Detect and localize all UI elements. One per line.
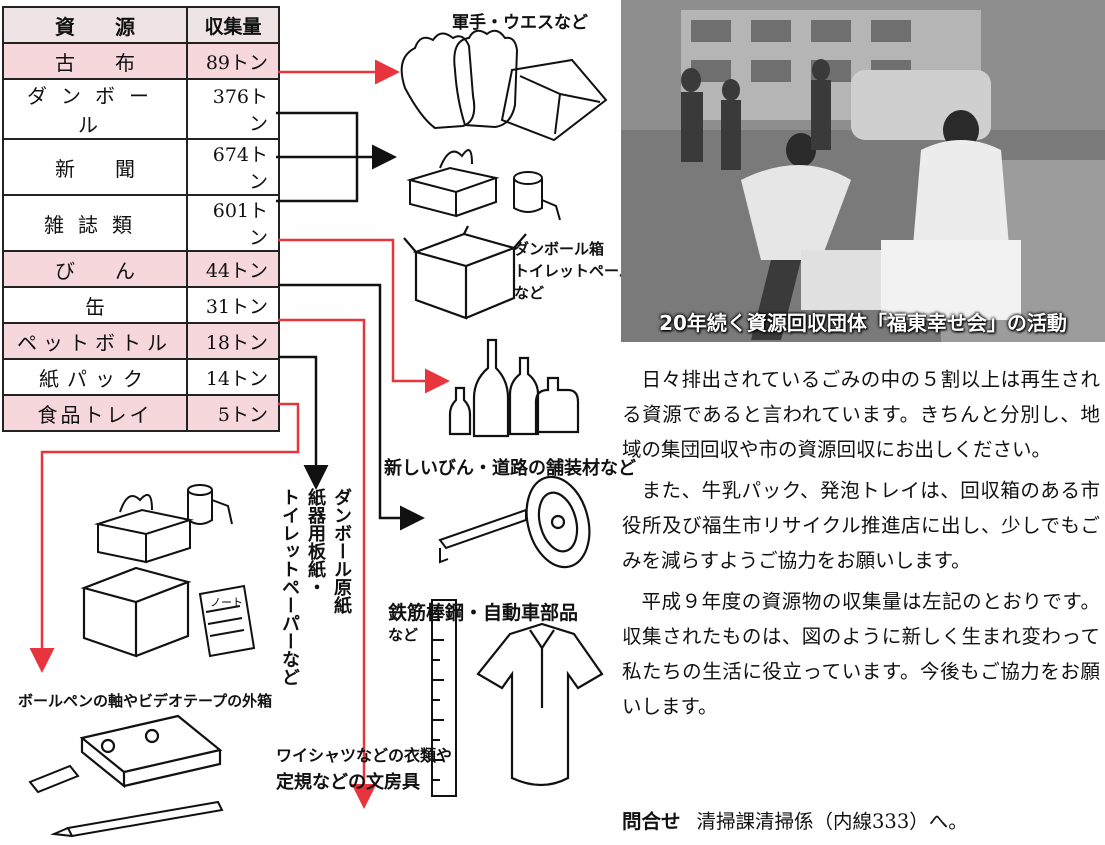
resource-amount: 89トン [186,42,280,80]
tissue-box-icon [94,493,194,564]
gloves-icon [400,29,608,142]
videotape-icon [79,714,223,789]
gloves-label: 軍手・ウエスなど [452,13,588,33]
cardboard-label: ダンボール箱 [514,240,605,258]
shirt-icon [476,622,604,787]
clothes-label: ワイシャツなどの衣類や [276,746,453,765]
table-row: 雑誌類 601トン [2,194,280,252]
resource-amount: 31トン [186,286,280,324]
bottles-label: 新しいびん・道路の舗装材など [384,458,636,479]
paragraph: 平成９年度の資源物の収集量は左記のとおりです。収集されたものは、図のように新しく… [622,590,1100,718]
ruler-icon [431,599,457,797]
notebook-label: ノート [210,596,243,609]
resource-name: ダンボール [2,78,188,140]
resource-name: 紙パック [2,358,188,396]
photo-image [621,0,1105,342]
article-body: 日々排出されているごみの中の５割以上は再生される資源であると言われています。きち… [622,362,1100,724]
photo-caption: 20年続く資源回収団体「福東幸せ会」の活動 [659,311,1067,335]
steel-label: 鉄筋棒鋼・自動車部品 [388,602,579,624]
paragraph: 日々排出されているごみの中の５割以上は再生される資源であると言われています。きち… [622,368,1100,461]
resource-name: 雑誌類 [2,194,188,252]
etc-label: など [514,284,545,302]
steel-etc-label: など [388,626,419,644]
arrow-pet-bottles [278,318,377,809]
cardboard-box-icon [80,566,192,658]
paragraph: また、牛乳パック、発泡トレイは、回収箱のある市役所及び福生市リサイクル推進店に出… [622,479,1100,572]
collection-table: 資 源 収集量 古 布 89トン ダンボール 376トン 新 聞 674トン 雑… [2,6,280,432]
resource-name: び ん [2,250,188,288]
inquiry: 問合せ清掃課清掃係（内線333）へ。 [622,805,968,834]
inquiry-text: 清掃課清掃係（内線333）へ。 [696,810,968,833]
inquiry-label: 問合せ [622,810,681,833]
arrow-cans [278,283,425,531]
resource-amount: 674トン [186,138,280,196]
cardboard-box-icon [403,225,527,320]
table-row: 新 聞 674トン [2,138,280,196]
paper-product-label-2: 紙器用板紙・ [305,488,326,596]
pen-icon [28,764,224,838]
paper-product-label-1: ダンボール原紙 [331,488,352,614]
table-row: 缶 31トン [2,286,280,324]
toilet-paper-label: トイレットペーパー [514,262,649,280]
steel-rail-icon [438,508,527,564]
resource-amount: 376トン [186,78,280,140]
resource-amount: 601トン [186,194,280,252]
resource-name: 食品トレイ [2,394,188,432]
recycling-flow-diagram: ノート [28,29,608,838]
stationery-label: 定規などの文房具 [276,772,420,793]
tire-icon [525,475,591,569]
resource-name: 新 聞 [2,138,188,196]
notebook-icon [198,584,256,658]
activity-photo: 20年続く資源回収団体「福東幸せ会」の活動 [621,0,1105,342]
resource-amount: 18トン [186,322,280,360]
arrow-food-tray [29,402,300,673]
arrow-paper-group [276,111,397,203]
table-row: ペットボトル 18トン [2,322,280,360]
table-header-row: 資 源 収集量 [2,6,280,44]
arrow-bottles [278,238,450,394]
table-row: 食品トレイ 5トン [2,394,280,432]
paper-product-label-3: トイレットペーパーなど [279,488,300,686]
resource-amount: 44トン [186,250,280,288]
tissue-box-icon [406,149,500,218]
table-row: び ん 44トン [2,250,280,288]
resource-name: 缶 [2,286,188,324]
resource-amount: 14トン [186,358,280,396]
toilet-roll-icon [187,484,233,525]
header-amount: 収集量 [186,6,280,44]
toilet-roll-icon [513,171,561,221]
resource-name: 古 布 [2,42,188,80]
table-row: 古 布 89トン [2,42,280,80]
bottles-icon [448,338,580,438]
pen-box-label: ボールペンの軸やビデオテープの外箱 [18,692,273,710]
table-row: 紙パック 14トン [2,358,280,396]
resource-amount: 5トン [186,394,280,432]
table-row: ダンボール 376トン [2,78,280,140]
header-resource: 資 源 [2,6,188,44]
resource-name: ペットボトル [2,322,188,360]
arrow-paper-pack [278,355,329,490]
